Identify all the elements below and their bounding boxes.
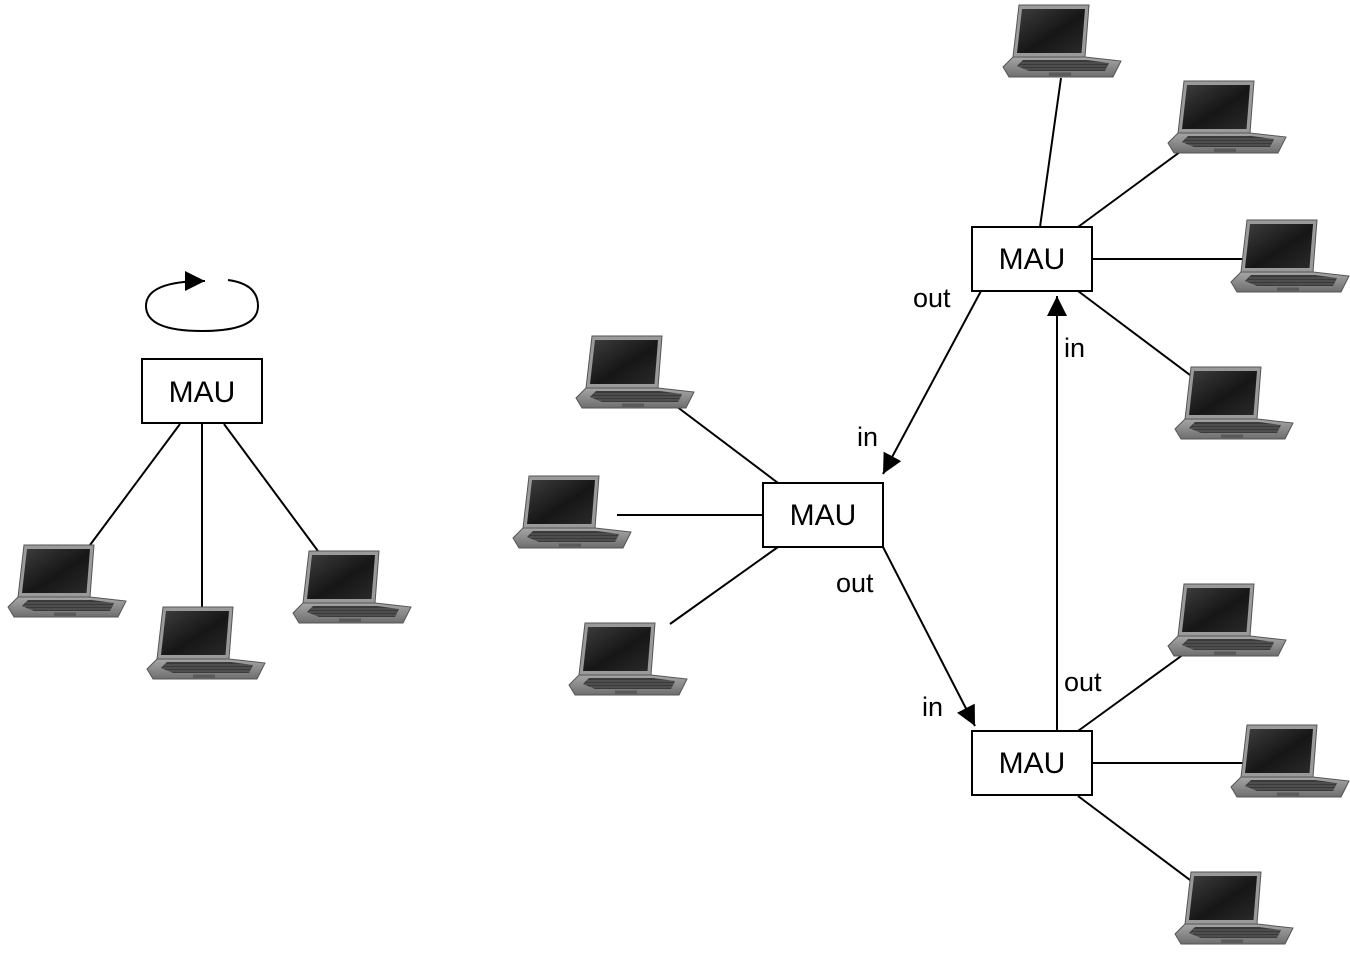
bottom-mau: MAU <box>971 730 1093 796</box>
top-wire-2 <box>1077 148 1185 228</box>
center-in-label: in <box>857 422 878 452</box>
bottom-wire-1 <box>1077 653 1185 732</box>
standalone-wire-right <box>223 423 333 571</box>
laptop-icon <box>1002 4 1122 78</box>
top-mau-label: MAU <box>999 243 1066 276</box>
top-mau-group: MAU <box>971 4 1350 440</box>
laptop-icon <box>292 550 412 624</box>
top-out-label: out <box>913 283 951 313</box>
center-mau: MAU <box>762 482 884 548</box>
laptop-icon <box>575 335 695 409</box>
bottom-mau-group: MAU <box>971 583 1350 945</box>
standalone-mau: MAU <box>141 358 263 424</box>
standalone-wire-left <box>89 423 181 546</box>
bottom-mau-label: MAU <box>999 747 1066 780</box>
standalone-ring-group: MAU <box>7 271 412 680</box>
bottom-out-label: out <box>1064 667 1102 697</box>
laptop-icon <box>7 544 127 618</box>
bottom-wire-3 <box>1077 795 1211 896</box>
link-center-to-bottom <box>882 546 976 727</box>
laptop-icon <box>1230 724 1350 798</box>
center-wire-1 <box>671 402 779 484</box>
laptop-icon <box>1167 583 1287 657</box>
laptop-icon <box>512 475 632 549</box>
laptop-icon <box>1174 366 1294 440</box>
center-out-label: out <box>836 568 874 598</box>
laptop-icon <box>146 606 266 680</box>
standalone-mau-label: MAU <box>169 376 236 409</box>
top-in-label: in <box>1064 333 1085 363</box>
laptop-icon <box>568 622 688 696</box>
laptop-icon <box>1174 871 1294 945</box>
top-wire-4 <box>1077 290 1211 391</box>
center-mau-group: MAU <box>512 335 884 696</box>
bottom-in-label: in <box>922 692 943 722</box>
top-wire-1 <box>1039 77 1062 228</box>
laptop-icon <box>1230 219 1350 293</box>
ring-links: out in out in out in <box>836 283 1102 731</box>
link-top-to-center <box>882 290 982 475</box>
counterclockwise-ring-arrow-icon <box>144 271 260 333</box>
top-mau: MAU <box>971 226 1093 292</box>
laptop-icon <box>1167 80 1287 154</box>
center-wire-3 <box>669 546 779 625</box>
center-mau-label: MAU <box>790 499 857 532</box>
